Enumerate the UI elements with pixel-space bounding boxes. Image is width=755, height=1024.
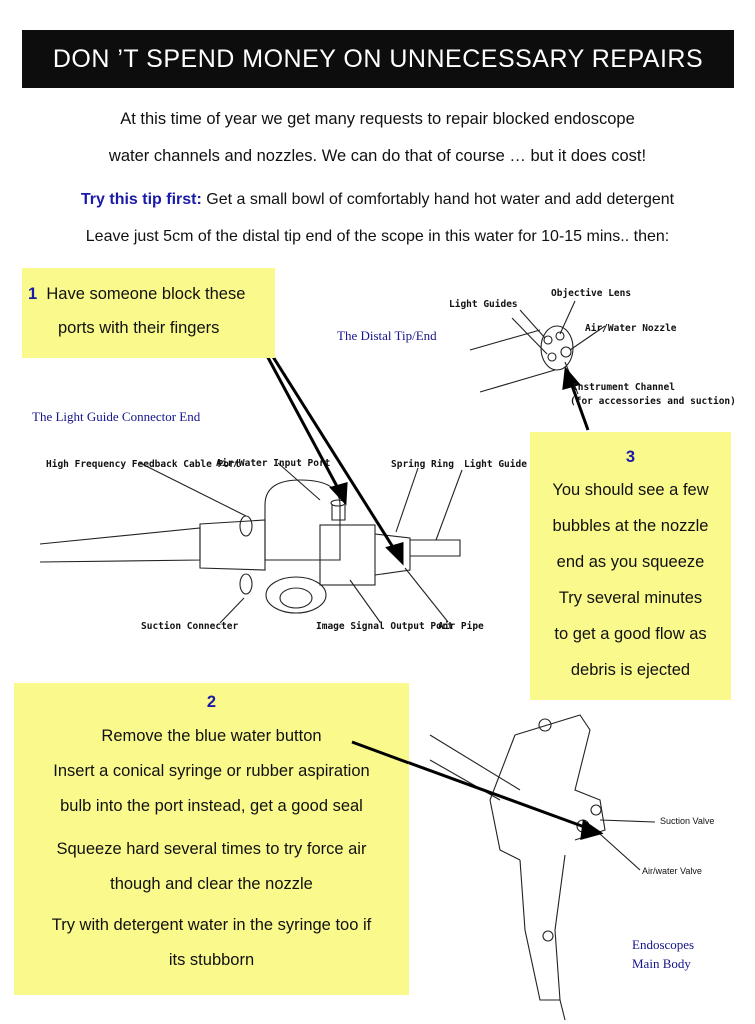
light-guide-end-caption: The Light Guide Connector End: [32, 409, 201, 424]
tip-line-1: Try this tip first: Get a small bowl of …: [0, 191, 755, 209]
step-3-note: 3 You should see a few bubbles at the no…: [530, 432, 731, 700]
label-air-water-input-port: Air/Water Input Port: [216, 458, 331, 469]
label-light-guide: Light Guide: [464, 459, 527, 470]
label-suction-valve: Suction Valve: [660, 816, 715, 826]
label-image-signal-port: Image Signal Output Port: [316, 621, 454, 632]
step-3-line: end as you squeeze: [556, 553, 705, 571]
step-3-number: 3: [625, 448, 636, 466]
intro-line-1: At this time of year we get many request…: [120, 110, 635, 128]
step-3-line: Try several minutes: [558, 589, 703, 607]
main-body-drawing: [429, 714, 656, 1021]
step-2-line: Try with detergent water in the syringe …: [51, 916, 372, 934]
tip-line-2: Leave just 5cm of the distal tip end of …: [85, 228, 670, 245]
label-suction-connector: Suction Connecter: [141, 621, 239, 632]
label-air-pipe: Air Pipe: [438, 621, 484, 632]
step-3-line: debris is ejected: [570, 661, 691, 679]
label-air-water-valve: Air/water Valve: [642, 866, 702, 876]
step-3-line: You should see a few: [552, 481, 709, 499]
main-body-caption-1: Endoscopes: [632, 937, 695, 952]
step-2-line: though and clear the nozzle: [110, 875, 313, 893]
step-2-line: its stubborn: [168, 951, 255, 969]
distal-tip-caption: The Distal Tip/End: [337, 328, 437, 343]
step-1-note: 1 Have someone block these ports with th…: [22, 268, 275, 358]
light-guide-connector-drawing: [39, 462, 463, 624]
label-instrument-channel: Instrument Channel: [572, 382, 675, 393]
step-1-number: 1: [28, 285, 38, 303]
label-hf-feedback-port: High Frequency Feedback Cable Port: [46, 459, 241, 470]
page-title: DON ’T SPEND MONEY ON UNNECESSARY REPAIR…: [22, 30, 734, 88]
step-2-line: Insert a conical syringe or rubber aspir…: [53, 762, 370, 780]
step-2-line: Remove the blue water button: [101, 727, 322, 745]
step-1-text-1: Have someone block these: [46, 285, 246, 303]
step-3-line: to get a good flow as: [554, 625, 707, 643]
step-2-note: 2 Remove the blue water button Insert a …: [14, 683, 409, 995]
step-2-number: 2: [206, 693, 217, 711]
step-1-line-1: 1 Have someone block these: [28, 285, 245, 304]
label-air-water-nozzle: Air/Water Nozzle: [585, 323, 677, 334]
main-body-caption-2: Main Body: [632, 956, 691, 971]
step-2-line: bulb into the port instead, get a good s…: [60, 797, 363, 815]
tip-label: Try this tip first:: [80, 191, 202, 208]
step-3-line: bubbles at the nozzle: [552, 517, 709, 535]
label-spring-ring: Spring Ring: [391, 459, 454, 470]
label-objective-lens: Objective Lens: [551, 288, 632, 299]
tip-text: Get a small bowl of comfortably hand hot…: [206, 191, 675, 208]
label-light-guides: Light Guides: [449, 299, 518, 310]
step-2-line: Squeeze hard several times to try force …: [56, 840, 367, 858]
distal-tip-drawing: [469, 300, 606, 395]
label-instrument-channel-sub: (for accessories and suction): [570, 396, 736, 407]
intro-line-2: water channels and nozzles. We can do th…: [108, 147, 647, 165]
step-1-text-2: ports with their fingers: [58, 319, 220, 337]
